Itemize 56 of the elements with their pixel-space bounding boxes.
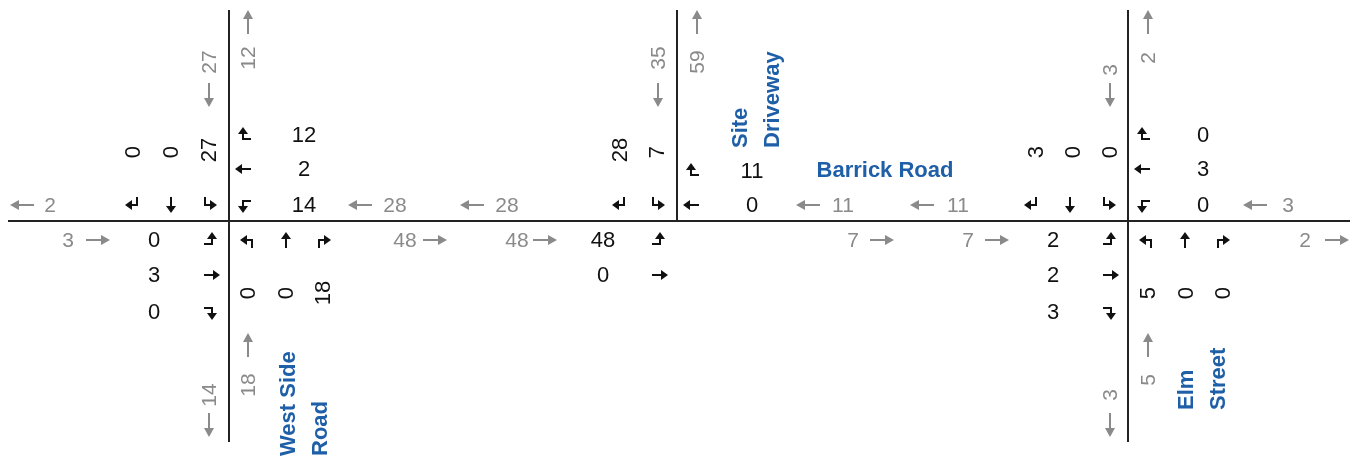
volume-count: 0 bbox=[1211, 286, 1235, 300]
total-volume: 28 bbox=[383, 193, 407, 217]
volume-count: 0 bbox=[1196, 123, 1210, 147]
volume-count: 0 bbox=[1098, 145, 1122, 159]
volume-count: 3 bbox=[147, 263, 161, 287]
volume-count: 0 bbox=[147, 228, 161, 252]
street-name: West Side Road bbox=[274, 350, 333, 456]
total-volume: 2 bbox=[1136, 52, 1160, 64]
total-volume: 28 bbox=[495, 193, 519, 217]
volume-count: 11 bbox=[740, 159, 764, 183]
volume-count: 3 bbox=[1046, 300, 1060, 324]
total-volume: 3 bbox=[1098, 389, 1122, 401]
total-volume: 11 bbox=[832, 193, 854, 217]
total-volume: 48 bbox=[505, 228, 529, 252]
volume-count: 0 bbox=[596, 263, 610, 287]
total-volume: 59 bbox=[685, 50, 709, 74]
total-volume: 12 bbox=[236, 46, 260, 70]
volume-count: 28 bbox=[608, 137, 632, 163]
volume-count: 0 bbox=[745, 193, 759, 217]
total-volume: 35 bbox=[646, 46, 670, 70]
total-volume: 18 bbox=[236, 373, 260, 397]
street-name: Barrick Road bbox=[816, 156, 954, 184]
volume-count: 5 bbox=[1136, 286, 1160, 300]
volume-count: 0 bbox=[1174, 286, 1198, 300]
volume-count: 3 bbox=[1196, 157, 1210, 181]
volume-count: 0 bbox=[147, 300, 161, 324]
total-volume: 7 bbox=[962, 228, 974, 252]
total-volume: 3 bbox=[62, 228, 74, 252]
total-volume: 5 bbox=[1136, 374, 1160, 386]
volume-count: 0 bbox=[274, 286, 298, 300]
volume-count: 2 bbox=[297, 157, 311, 181]
street-name: Elm Street bbox=[1172, 346, 1231, 410]
volume-count: 0 bbox=[236, 286, 260, 300]
volume-count: 0 bbox=[1061, 145, 1085, 159]
total-volume: 48 bbox=[393, 228, 417, 252]
total-volume: 7 bbox=[847, 228, 859, 252]
volume-count: 2 bbox=[1046, 228, 1060, 252]
street-name: Site Driveway bbox=[726, 50, 785, 148]
total-volume: 2 bbox=[44, 193, 56, 217]
total-volume: 11 bbox=[947, 193, 969, 217]
total-volume: 2 bbox=[1299, 228, 1311, 252]
volume-count: 12 bbox=[291, 123, 317, 147]
volume-count: 0 bbox=[159, 145, 183, 159]
total-volume: 3 bbox=[1098, 64, 1122, 76]
total-volume: 14 bbox=[197, 383, 221, 407]
total-volume: 27 bbox=[197, 50, 221, 74]
volume-count: 2 bbox=[1046, 263, 1060, 287]
volume-count: 3 bbox=[1024, 145, 1048, 159]
volume-count: 27 bbox=[197, 137, 221, 163]
volume-count: 48 bbox=[590, 228, 616, 252]
volume-count: 0 bbox=[121, 145, 145, 159]
volume-count: 0 bbox=[1196, 193, 1210, 217]
volume-count: 18 bbox=[311, 280, 335, 306]
volume-count: 7 bbox=[645, 145, 669, 159]
total-volume: 3 bbox=[1282, 193, 1294, 217]
volume-count: 14 bbox=[291, 193, 317, 217]
